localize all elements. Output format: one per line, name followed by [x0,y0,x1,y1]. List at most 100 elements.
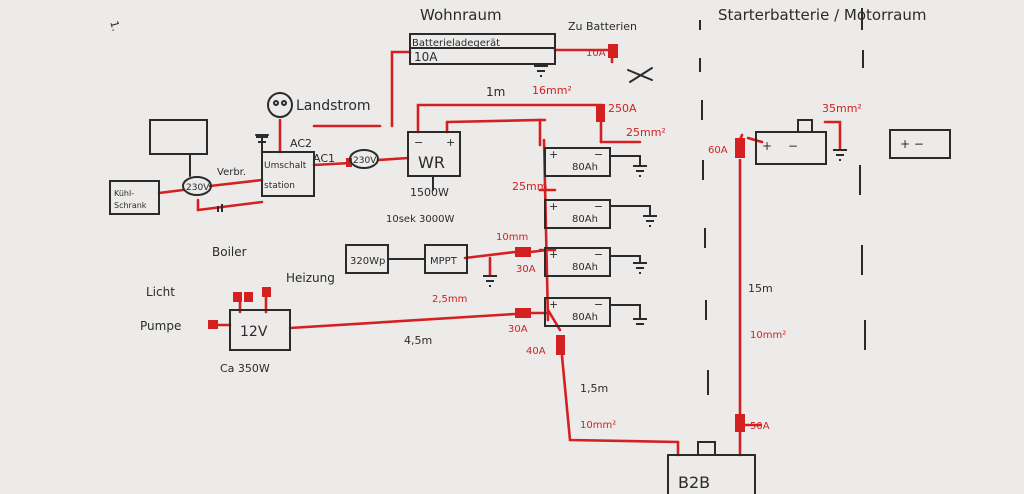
fridge-line-1: Kühl- [114,189,134,198]
fridge-line-2: Schrank [114,201,147,210]
distribution-label: 12V [240,324,268,340]
light-label: Licht [146,285,175,299]
switch-station-box [261,151,315,197]
battery-2-plus: + [549,200,558,213]
socket-right [349,149,379,169]
mppt-fuse [515,247,531,257]
consumer-label: Verbr. [217,167,246,178]
mppt-label: MPPT [430,256,458,267]
starter-area-title: Starterbatterie / Motorraum [718,6,926,24]
battery-1-plus: + [549,148,558,161]
switch-station-line-1: Umschalt [264,161,307,171]
fuse-markers [208,44,745,432]
starter-cable-length: 15m [748,282,773,295]
battery-3-capacity: 80Ah [572,262,598,273]
mppt-box [424,244,468,274]
starter-b2b-fuse [735,414,745,432]
page-mark: 1. [107,19,122,33]
solar-label: 320Wp [350,256,385,267]
b2b-length: 1,5m [580,382,608,395]
starter-battery-plus: + [762,139,772,153]
pump-fuse [208,320,218,329]
heating-label: Heizung [286,271,335,285]
starter-battery-box [755,131,827,165]
external-battery-box [889,129,951,159]
load-length: 4,5m [404,334,432,347]
battery-4-capacity: 80Ah [572,312,598,323]
ac2-label: AC2 [290,137,312,150]
load-fuse-label: 30A [508,324,528,335]
empty-box [149,119,208,155]
battery-3-plus: + [549,248,558,261]
ground-icon [633,262,647,274]
load-fuse [515,308,531,318]
switch-station-line-2: station [264,181,295,191]
battery-2-minus: − [594,200,603,213]
charger-name: Batterieladegerät [412,38,500,49]
charger-fuse [608,44,618,58]
battery-3-minus: − [594,248,603,261]
shore-power-label: Landstrom [296,98,371,114]
battery-4-minus: − [594,298,603,311]
battery-4-plus: + [549,298,558,311]
charger-destination: Zu Batterien [568,20,637,33]
fridge-box [109,180,160,215]
starter-cable-cross-section: 10mm² [750,330,786,341]
ground-icon [534,65,548,77]
ground-symbols [217,65,847,325]
charger-fuse-label: 10A [586,48,606,59]
boiler-fuse [233,292,242,302]
b2b-label: B2B [678,473,710,492]
component-outlines [109,33,951,494]
inverter-minus: − [414,136,423,149]
battery-2-capacity: 80Ah [572,214,598,225]
inverter-power: 1500W [410,186,449,199]
mppt-cable-label: 10mm [496,232,528,243]
pump-label: Pumpe [140,319,181,333]
inverter-cable-length: 1m [486,85,505,99]
ground-icon [483,275,497,287]
socket-left [182,176,212,196]
shore-power-socket [267,92,293,118]
charger-rating: 10A [414,50,438,64]
battery-1-minus: − [594,148,603,161]
total-load-label: Ca 350W [220,362,270,375]
b2b-fuse [556,335,565,355]
external-battery-terminals: + − [900,137,924,151]
inverter-fuse [596,104,605,122]
ground-icon [833,149,847,161]
ground-icon [256,136,268,143]
battery-cross-section-1: 25mm² [626,126,666,139]
section-dividers [699,8,866,395]
starter-battery-minus: − [788,139,798,153]
ac-link-marker [346,158,352,167]
inverter-plus: + [446,136,455,149]
b2b-fuse-label: 40A [526,346,546,357]
inverter-peak: 10sek 3000W [386,214,455,225]
battery-1-capacity: 80Ah [572,162,598,173]
boiler-label: Boiler [212,245,247,259]
inverter-name: WR [418,153,445,172]
living-area-title: Wohnraum [420,6,502,24]
ac1-label: AC1 [313,152,335,165]
ground-icon [633,165,647,177]
b2b-cross-section: 10mm² [580,420,616,431]
starter-b2b-fuse-label: 50A [750,421,770,432]
socket-right-label: 230V [353,156,377,166]
mppt-fuse-label: 30A [516,264,536,275]
battery-3-box [544,247,611,277]
ground-icon [643,215,657,227]
light-fuse [244,292,253,302]
battery-1-box [544,147,611,177]
socket-left-label: 230V [186,183,210,193]
ground-icon [633,318,647,325]
starter-fuse-label: 60A [708,145,728,156]
inverter-fuse-label: 250A [608,102,637,115]
battery-cross-section-2: 25mm [512,180,547,193]
battery-2-box [544,199,611,229]
load-cable-label: 2,5mm [432,294,467,305]
starter-cross-section: 35mm² [822,102,862,115]
starter-fuse [735,138,745,158]
